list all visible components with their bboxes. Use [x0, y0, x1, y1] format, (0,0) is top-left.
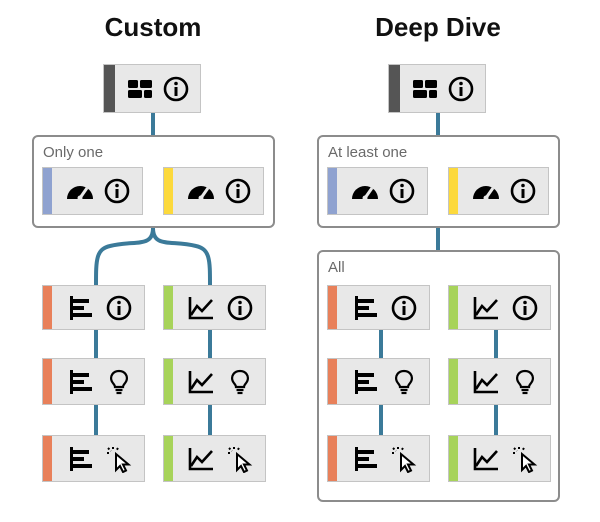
- line-chart-icon: [188, 296, 214, 319]
- connector-line: [151, 227, 212, 286]
- bar-chart-icon: [70, 295, 93, 320]
- bar-chart-card[interactable]: [327, 358, 430, 405]
- info-icon: [225, 178, 251, 204]
- info-icon: [163, 76, 189, 101]
- gauge-icon: [351, 186, 378, 201]
- card-color-bar: [43, 359, 52, 404]
- kpi-card[interactable]: [163, 167, 264, 215]
- card-color-bar: [449, 359, 458, 404]
- card-color-bar: [449, 436, 458, 481]
- bar-chart-icon: [355, 446, 378, 471]
- line-chart-icon: [188, 370, 214, 393]
- line-chart-icon: [473, 447, 499, 470]
- line-chart-card[interactable]: [448, 285, 551, 330]
- title-custom: Custom: [104, 12, 202, 42]
- bar-chart-icon: [355, 369, 378, 394]
- cursor-click-icon: [512, 446, 537, 473]
- cursor-click-icon: [391, 446, 416, 473]
- group-all: All: [317, 250, 560, 502]
- card-color-bar: [328, 359, 337, 404]
- dashboard-icon: [128, 79, 152, 98]
- line-chart-card[interactable]: [163, 285, 266, 330]
- card-color-bar: [104, 65, 115, 112]
- info-icon: [104, 178, 130, 204]
- card-color-bar: [43, 168, 52, 214]
- line-chart-icon: [473, 370, 499, 393]
- kpi-card[interactable]: [448, 167, 549, 215]
- info-icon: [389, 178, 415, 204]
- dashboard-icon: [413, 79, 437, 98]
- bar-chart-card[interactable]: [42, 358, 145, 405]
- info-icon: [391, 295, 417, 320]
- group-label: Only one: [43, 144, 104, 161]
- bar-chart-icon: [70, 446, 93, 471]
- lightbulb-icon: [230, 369, 249, 394]
- title-deep-dive: Deep Dive: [375, 12, 501, 42]
- card-color-bar: [164, 436, 173, 481]
- card-color-bar: [43, 436, 52, 481]
- group-label: All: [328, 259, 345, 276]
- bar-chart-card[interactable]: [42, 285, 145, 330]
- gauge-icon: [472, 186, 499, 201]
- bar-chart-card[interactable]: [327, 285, 430, 330]
- group-label: At least one: [328, 144, 408, 161]
- card-color-bar: [449, 168, 458, 214]
- dashboard-card[interactable]: [103, 64, 201, 113]
- cursor-click-icon: [227, 446, 252, 473]
- bar-chart-card[interactable]: [327, 435, 430, 482]
- card-color-bar: [389, 65, 400, 112]
- cursor-click-icon: [106, 446, 131, 473]
- card-color-bar: [43, 286, 52, 329]
- lightbulb-icon: [515, 369, 534, 394]
- info-icon: [512, 295, 538, 320]
- lightbulb-icon: [109, 369, 128, 394]
- line-chart-icon: [188, 447, 214, 470]
- info-icon: [227, 295, 253, 320]
- info-icon: [448, 76, 474, 101]
- line-chart-card[interactable]: [448, 358, 551, 405]
- connector-line: [94, 227, 155, 286]
- bar-chart-icon: [70, 369, 93, 394]
- bar-chart-icon: [355, 295, 378, 320]
- dashboard-card[interactable]: [388, 64, 486, 113]
- card-color-bar: [164, 359, 173, 404]
- info-icon: [510, 178, 536, 204]
- line-chart-icon: [473, 296, 499, 319]
- bar-chart-card[interactable]: [42, 435, 145, 482]
- card-color-bar: [328, 168, 337, 214]
- line-chart-card[interactable]: [163, 358, 266, 405]
- card-color-bar: [328, 286, 337, 329]
- line-chart-card[interactable]: [163, 435, 266, 482]
- info-icon: [106, 295, 132, 320]
- kpi-card[interactable]: [327, 167, 428, 215]
- gauge-icon: [66, 186, 93, 201]
- card-color-bar: [328, 436, 337, 481]
- card-color-bar: [449, 286, 458, 329]
- line-chart-card[interactable]: [448, 435, 551, 482]
- lightbulb-icon: [394, 369, 413, 394]
- kpi-card[interactable]: [42, 167, 143, 215]
- card-color-bar: [164, 168, 173, 214]
- card-color-bar: [164, 286, 173, 329]
- gauge-icon: [187, 186, 214, 201]
